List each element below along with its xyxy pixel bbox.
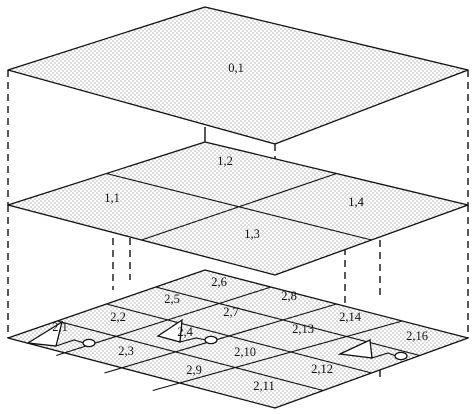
- layer-1-labels: 1,1 1,2 1,3 1,4: [104, 154, 364, 241]
- tile-label-2-12: 2,12: [311, 362, 333, 376]
- object-marker-3: [337, 339, 408, 361]
- layer-level-1: 1,1 1,2 1,3 1,4: [7, 141, 469, 276]
- tile-label-2-3: 2,3: [118, 344, 134, 358]
- tile-label-2-8: 2,8: [281, 289, 297, 303]
- tile-label-1-3: 1,3: [244, 227, 260, 241]
- tile-label-1-1: 1,1: [104, 191, 120, 205]
- tile-label-2-6: 2,6: [211, 275, 227, 289]
- tile-label-2-16: 2,16: [406, 329, 428, 343]
- tile-label-2-4: 2,4: [177, 325, 193, 339]
- tile-label-2-13: 2,13: [292, 322, 314, 336]
- layer-1-plane: [7, 141, 469, 276]
- tile-label-2-11: 2,11: [253, 379, 274, 393]
- object-marker-1: [26, 320, 96, 348]
- layer-2-plane: [7, 269, 469, 409]
- layer-0-plane: [7, 6, 469, 145]
- layer-2-labels: 2,1 2,2 2,3 2,4 2,5 2,6 2,7 2,8 2,9 2,10…: [52, 275, 428, 393]
- layer-level-0: 0,1: [7, 6, 469, 145]
- tile-label-1-4: 1,4: [348, 195, 364, 209]
- tile-label-1-2: 1,2: [217, 154, 233, 168]
- tile-label-2-7: 2,7: [223, 305, 239, 319]
- tile-label-2-14: 2,14: [339, 310, 362, 324]
- tile-label-2-2: 2,2: [110, 310, 126, 324]
- layer-1-grid: [106, 172, 372, 241]
- tile-label-0-1: 0,1: [228, 61, 244, 75]
- layer-level-2: 2,1 2,2 2,3 2,4 2,5 2,6 2,7 2,8 2,9 2,10…: [7, 269, 469, 409]
- layer-2-objects: [26, 318, 408, 361]
- tile-label-2-9: 2,9: [186, 363, 202, 377]
- tile-label-2-10: 2,10: [234, 345, 256, 359]
- tile-label-2-1: 2,1: [52, 320, 68, 334]
- object-marker-2: [156, 318, 218, 345]
- tile-label-2-5: 2,5: [164, 292, 180, 306]
